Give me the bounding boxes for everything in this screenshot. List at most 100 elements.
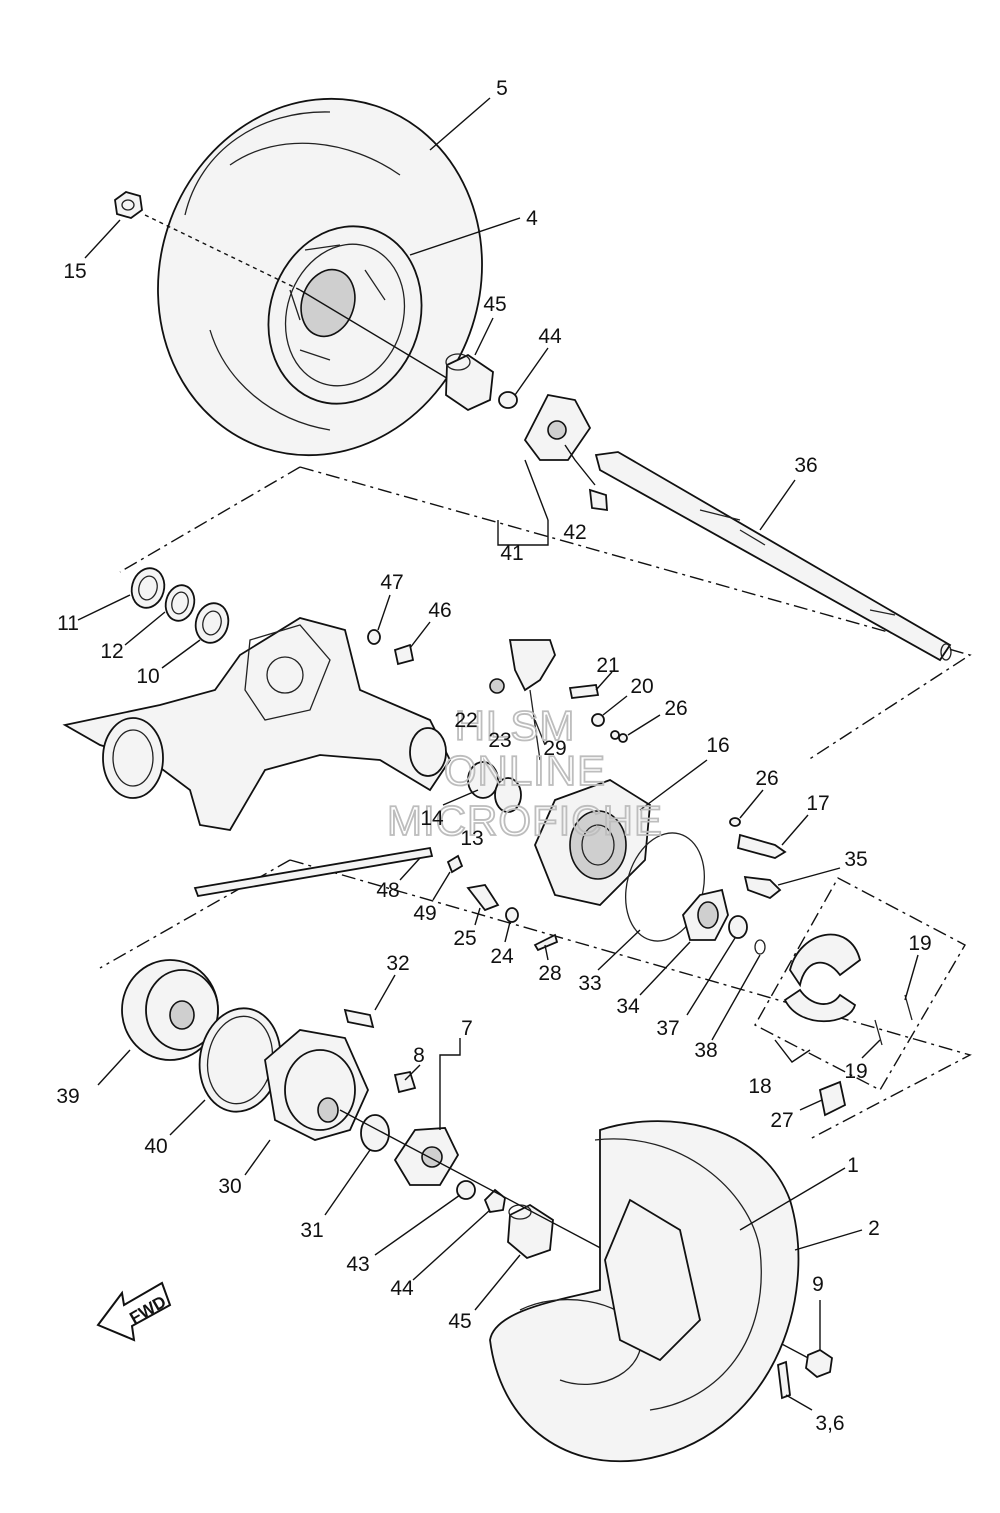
callout-49: 49 [413,902,436,925]
bolt-17 [736,833,787,859]
callout-33: 33 [578,972,601,995]
callout-19-top: 19 [908,932,931,955]
callout-46: 46 [428,599,451,622]
callout-45-lower: 45 [448,1310,471,1333]
callout-32: 32 [386,952,409,975]
callout-48: 48 [376,879,399,902]
callout-13: 13 [460,827,483,850]
callout-26-mid: 26 [755,767,778,790]
callout-4: 4 [526,207,538,230]
seal-14 [467,761,499,799]
oring-26-mid [729,817,741,827]
bearings-11-12-10 [130,567,230,644]
callout-34: 34 [616,995,640,1018]
callout-19-lower: 19 [844,1060,867,1083]
callout-29: 29 [543,737,566,760]
callout-30: 30 [218,1175,241,1198]
watermark-line1: HLSM [455,702,576,749]
callout-7: 7 [461,1017,473,1040]
bolt-8 [393,1070,417,1094]
bolt-25 [466,884,500,912]
clip-49 [446,854,464,874]
line-42 [564,444,596,486]
bolt-32 [343,1008,375,1029]
rear-wheel-tire-top [157,97,483,457]
spacer-45-top [445,353,494,412]
watermark-line3: MICROFICHE [387,797,663,844]
callout-47: 47 [380,571,403,594]
callout-37: 37 [656,1017,679,1040]
callout-28: 28 [538,962,561,985]
oring-26-top [618,733,628,743]
callout-35: 35 [844,848,867,871]
callout-40: 40 [144,1135,167,1158]
callout-3-6: 3,6 [815,1412,844,1435]
nut-15 [114,191,143,219]
callout-1: 1 [847,1154,859,1177]
washer-47 [367,629,381,645]
rear-wheel-tire-lower [489,1120,800,1463]
callout-36: 36 [794,454,817,477]
callout-20: 20 [630,675,653,698]
callout-43: 43 [346,1253,369,1276]
nut-44-lower [483,1188,506,1213]
callout-44-top: 44 [538,325,562,348]
washer-44-top [498,391,518,409]
watermark: HLSM ONLINE MICROFICHE [386,701,663,845]
callout-14: 14 [420,807,444,830]
callout-24: 24 [490,945,514,968]
bolt-46 [393,643,415,666]
callout-17: 17 [806,792,829,815]
washer-24 [505,907,519,923]
washer-43 [456,1180,476,1200]
callout-22: 22 [454,709,477,732]
swing-arm-housing [62,617,452,831]
oring-38 [754,939,766,955]
leader-lines [77,97,919,1411]
callout-9: 9 [812,1273,824,1296]
callout-21: 21 [596,654,619,677]
valve-3-6 [777,1360,791,1400]
callout-38: 38 [694,1039,717,1062]
drum-housing-30 [264,1029,369,1141]
callout-10: 10 [136,665,159,688]
callout-25: 25 [453,927,476,950]
callout-44-lower: 44 [390,1277,414,1300]
axis-line-wheel [299,289,451,381]
callout-26-top: 26 [664,697,687,720]
brake-lever-assembly [489,639,620,761]
callout-42: 42 [563,521,586,544]
seal-31 [360,1114,390,1152]
bolt-42 [588,488,608,512]
callout-41: 41 [500,542,523,565]
callout-12: 12 [100,640,123,663]
callout-31: 31 [300,1219,323,1242]
fwd-arrow-icon: FWD [96,1281,172,1342]
brake-plate-16 [534,779,651,906]
spacer-45-lower [507,1203,554,1260]
callout-45-top: 45 [483,293,506,316]
brake-shoes-18 [754,877,966,1117]
brake-drum-39 [121,959,219,1061]
callout-15: 15 [63,260,86,283]
washer-37 [728,915,748,939]
seal-13 [494,777,522,813]
callout-labels: 5 4 15 45 44 36 42 41 11 12 10 47 46 21 … [56,77,931,1435]
callout-23: 23 [488,729,511,752]
callout-2: 2 [868,1217,880,1240]
pin-28 [533,933,559,952]
bolt-35 [743,875,782,900]
callout-16: 16 [706,734,729,757]
pin-48 [193,846,434,898]
callout-27: 27 [770,1109,793,1132]
callout-39: 39 [56,1085,79,1108]
hub-41-top [523,393,592,461]
flange-34 [682,888,729,941]
watermark-line2: ONLINE [444,747,606,794]
callout-5: 5 [496,77,508,100]
axle-36 [594,451,952,662]
callout-8: 8 [413,1044,425,1067]
callout-11: 11 [57,612,79,635]
